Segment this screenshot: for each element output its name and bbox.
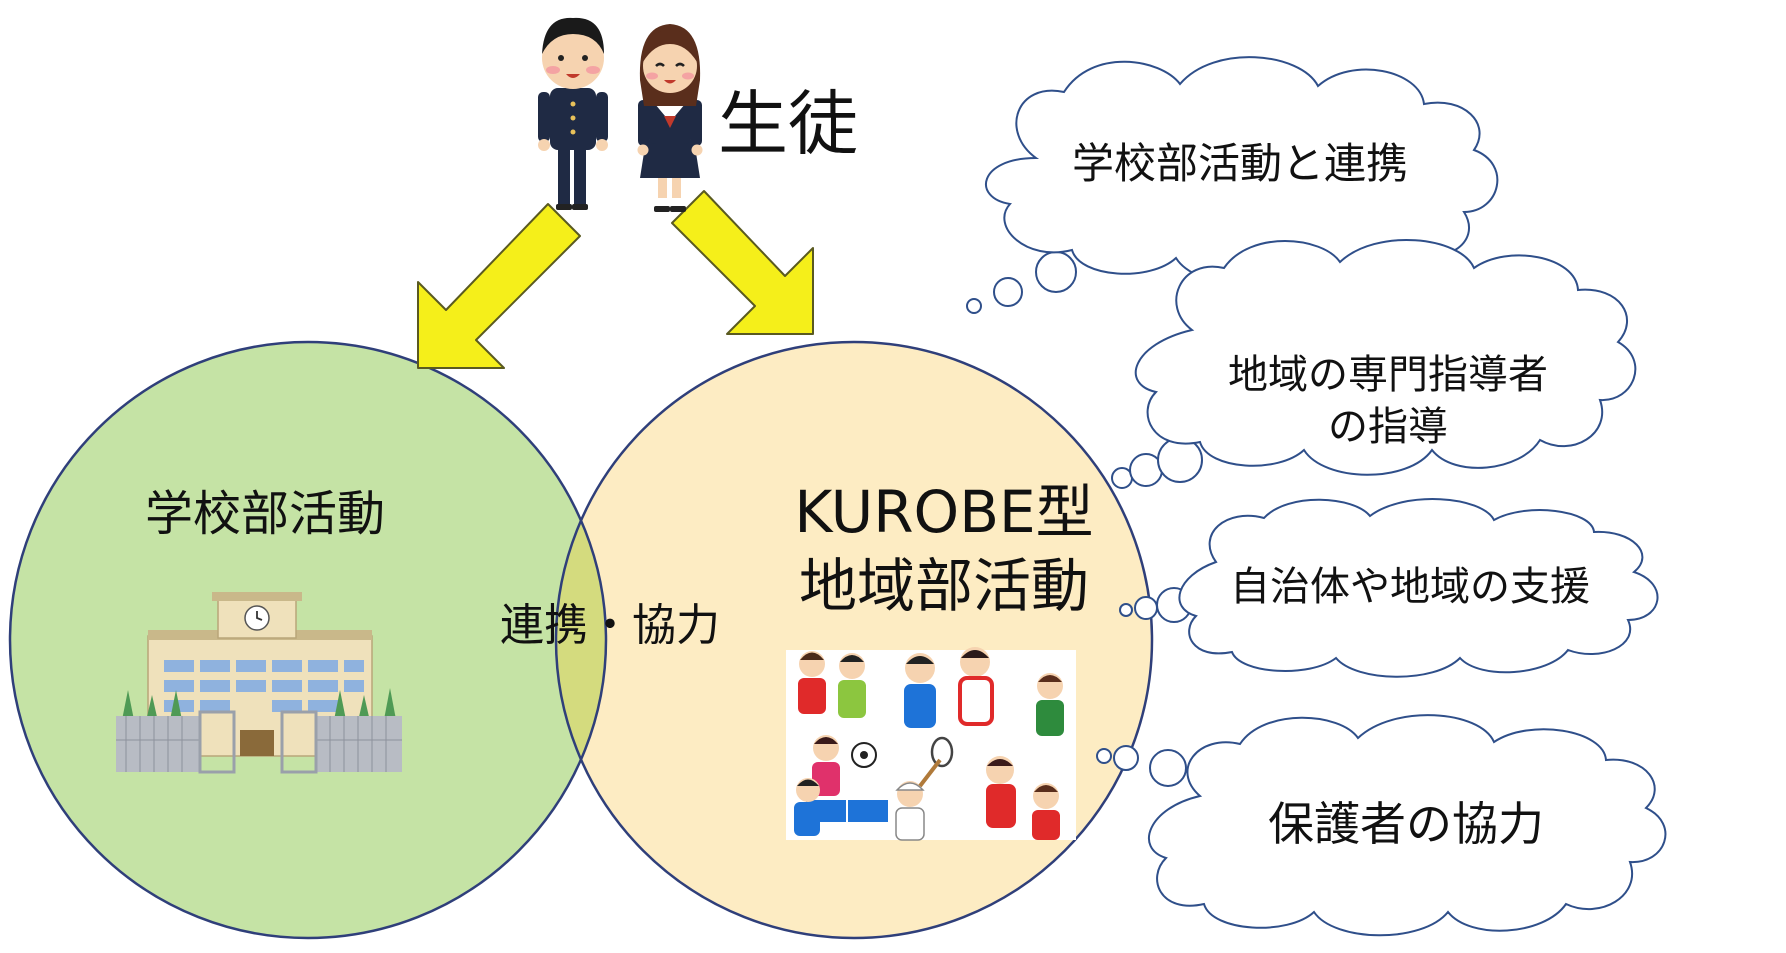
- bubble-2-text-line1: 地域の専門指導者: [1228, 352, 1548, 398]
- girl-student-icon: [637, 24, 703, 212]
- right-circle-outline: [554, 340, 1154, 940]
- thought-bubbles: [966, 56, 1667, 937]
- player-2: [838, 653, 866, 718]
- bubble-1: [966, 56, 1499, 314]
- school-club-label: 学校部活動: [145, 486, 385, 542]
- player-3: [904, 653, 936, 728]
- bubble-2: [1111, 238, 1637, 489]
- student-pair-illustration: [538, 17, 703, 212]
- racket-icon: [930, 736, 954, 768]
- left-circle-outline: [8, 340, 608, 940]
- bubble-1-text: 学校部活動と連携: [1072, 139, 1408, 188]
- player-4: [958, 647, 994, 726]
- overlap-label: 連携・協力: [500, 600, 720, 651]
- school-building-illustration: [116, 592, 402, 774]
- regional-club-title-line1: KUROBE型: [794, 478, 1093, 546]
- player-1: [798, 651, 826, 714]
- arrows: [417, 190, 814, 369]
- regional-club-title-line2: 地域部活動: [799, 552, 1089, 620]
- player-5: [1036, 673, 1064, 736]
- boy-student-icon: [538, 17, 608, 210]
- table-tennis-table-icon: [806, 796, 888, 822]
- arrow-to-regional-club: [671, 190, 814, 335]
- player-10: [1032, 783, 1060, 840]
- bubble-4: [1096, 714, 1667, 937]
- bubble-3: [1119, 498, 1659, 678]
- player-8: [794, 778, 820, 836]
- students-label: 生徒: [718, 83, 858, 165]
- arrow-to-school-club: [417, 203, 581, 369]
- player-9: [895, 758, 942, 841]
- player-7: [986, 756, 1016, 828]
- bubble-4-text: 保護者の協力: [1268, 797, 1544, 851]
- bubble-2-text-line2: の指導: [1328, 404, 1448, 450]
- bubble-3-text: 自治体や地域の支援: [1230, 564, 1590, 610]
- sports-players-illustration: [786, 647, 1076, 841]
